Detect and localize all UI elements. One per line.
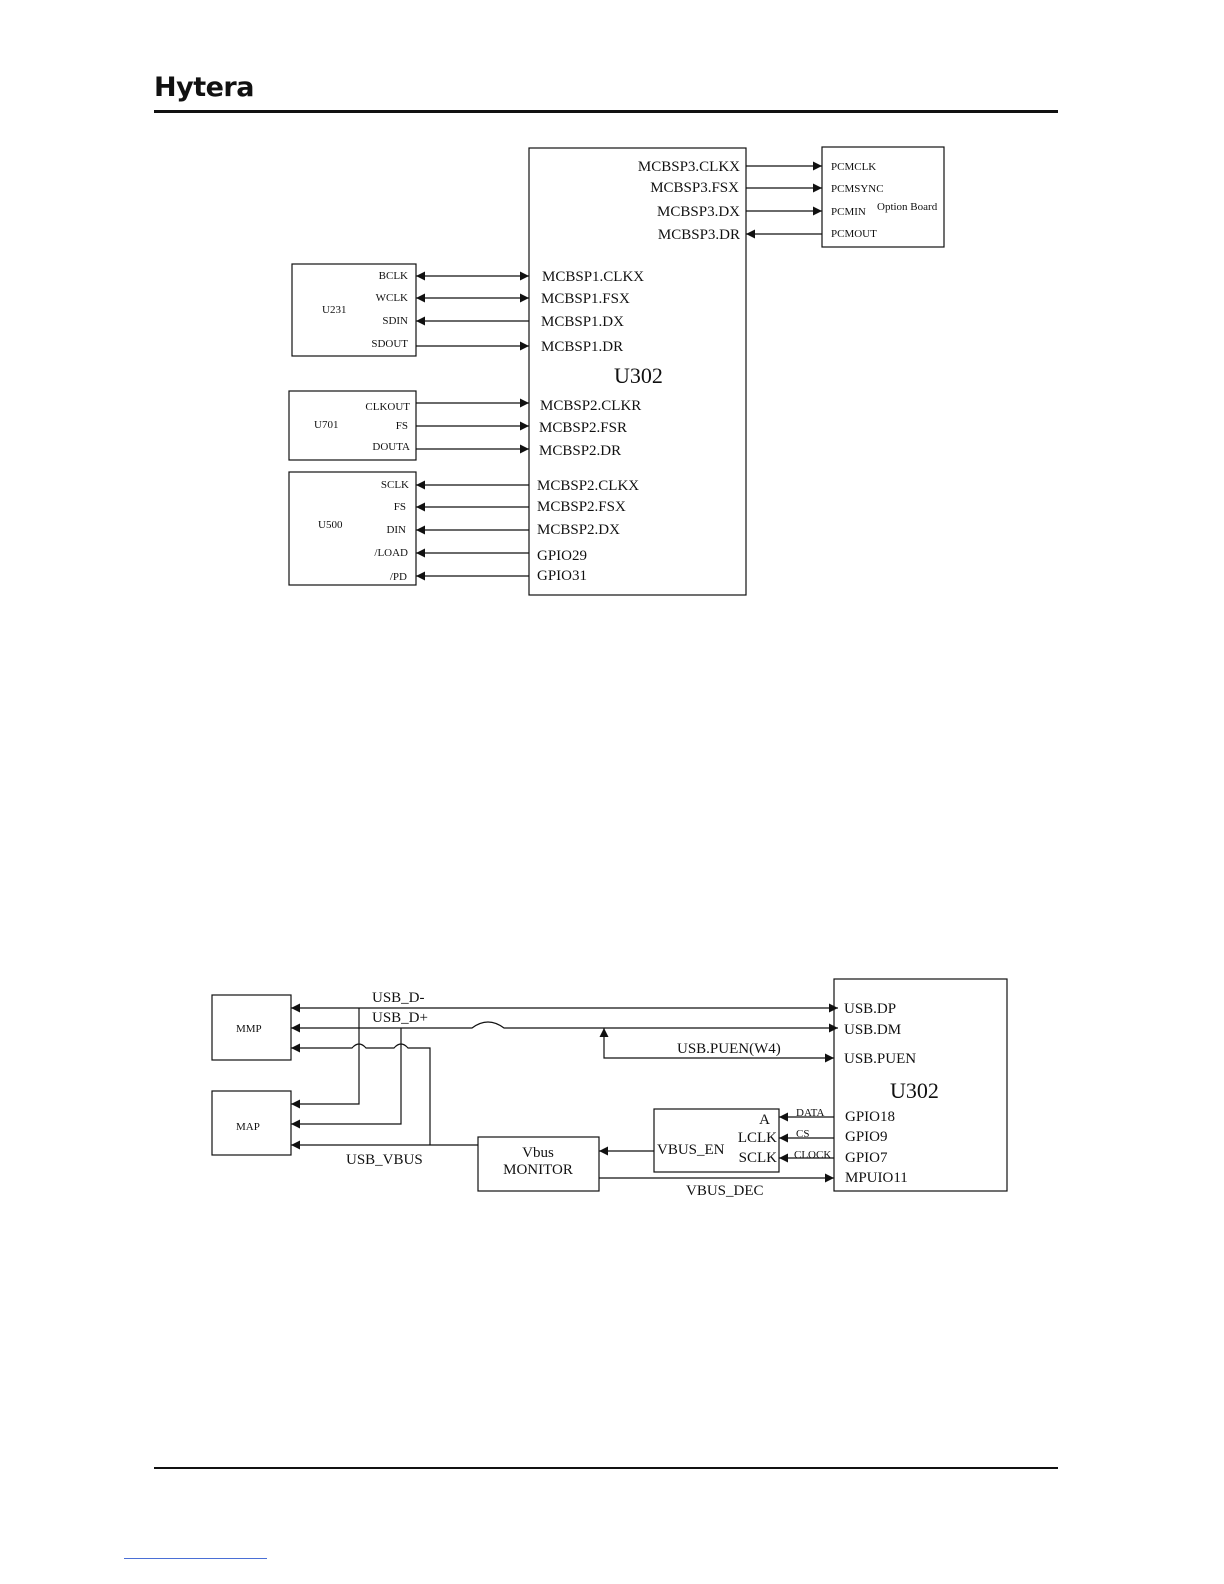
pin-label: DOUTA — [372, 441, 410, 453]
pin-label: USB.PUEN — [844, 1051, 916, 1067]
pin-label: CLKOUT — [365, 401, 410, 413]
pin-label: GPIO9 — [845, 1129, 888, 1145]
signal-label: USB.PUEN(W4) — [677, 1041, 781, 1057]
u302-usb-title: U302 — [890, 1078, 939, 1103]
pin-label: SCLK — [381, 479, 409, 491]
pin-label: USB.DM — [844, 1022, 901, 1038]
vbus-monitor-block — [477, 1136, 600, 1192]
signal-label: USB_D- — [372, 990, 425, 1006]
u231-title: U231 — [322, 304, 346, 316]
diagram1-labels: MCBSP3.CLKX MCBSP3.FSX MCBSP3.DX MCBSP3.… — [314, 159, 938, 584]
pin-label: MCBSP2.CLKR — [540, 398, 641, 414]
pin-label: GPIO18 — [845, 1109, 895, 1125]
pin-label: MCBSP2.DX — [537, 522, 620, 538]
pin-label: GPIO7 — [845, 1150, 888, 1166]
pin-label: WCLK — [376, 292, 408, 304]
brand-logo: Hytera — [154, 72, 254, 103]
pin-label: MCBSP1.DR — [541, 339, 623, 355]
pin-label: MCBSP2.FSX — [537, 499, 626, 515]
diagram2-labels: MMP MAP USB_D- USB_D+ USB.PUEN(W4) USB_V… — [236, 990, 939, 1199]
u701-title: U701 — [314, 419, 338, 431]
signal-label: CS — [796, 1128, 809, 1140]
pin-label: MCBSP1.CLKX — [542, 269, 644, 285]
wire-map-dplus — [291, 1028, 402, 1129]
pin-label: MCBSP2.DR — [539, 443, 621, 459]
pin-label: LCLK — [738, 1130, 777, 1146]
vbus-monitor-title: MONITOR — [503, 1162, 573, 1178]
pin-label: MCBSP2.CLKX — [537, 478, 639, 494]
wire-usb-puen — [599, 1028, 834, 1063]
pin-label: FS — [396, 420, 408, 432]
pin-label: SDIN — [382, 315, 408, 327]
signal-label: USB_VBUS — [346, 1152, 423, 1168]
signal-label: DATA — [796, 1107, 825, 1119]
header-rule — [154, 110, 1058, 113]
mmp-title: MMP — [236, 1023, 262, 1035]
pin-label: PCMIN — [831, 206, 866, 218]
wire-map-dminus — [291, 1008, 360, 1109]
pin-label: BCLK — [379, 270, 408, 282]
signal-label: CLOCK — [794, 1149, 831, 1161]
pin-label: USB.DP — [844, 1001, 896, 1017]
diagram1-mcbsp — [288, 146, 945, 596]
u302-usb-block — [833, 978, 1008, 1192]
pin-label: MCBSP3.FSX — [650, 180, 739, 196]
pin-label: MCBSP2.FSR — [539, 420, 627, 436]
pin-label: MPUIO11 — [845, 1170, 908, 1186]
pin-label: A — [759, 1112, 770, 1128]
pin-label: MCBSP1.FSX — [541, 291, 630, 307]
footer-link-underline — [124, 1558, 267, 1559]
vbus-en-title: VBUS_EN — [657, 1142, 725, 1158]
pin-label: GPIO29 — [537, 548, 587, 564]
wire-mmp-vbus — [291, 1043, 431, 1145]
u302-block — [528, 147, 747, 596]
map-title: MAP — [236, 1121, 260, 1133]
pin-label: DIN — [386, 524, 406, 536]
pin-label: GPIO31 — [537, 568, 587, 584]
pin-label: /PD — [390, 571, 407, 583]
pin-label: MCBSP3.CLKX — [638, 159, 740, 175]
diagram2-usb — [211, 978, 1008, 1192]
pin-label: FS — [394, 501, 406, 513]
option-board-block — [821, 146, 945, 248]
pin-label: SDOUT — [371, 338, 408, 350]
footer-rule — [154, 1467, 1058, 1469]
wire-usb-dplus — [291, 1021, 838, 1033]
pin-label: MCBSP3.DR — [658, 227, 740, 243]
u231-block — [291, 263, 417, 357]
signal-label: USB_D+ — [372, 1010, 428, 1026]
signal-label: VBUS_DEC — [686, 1183, 764, 1199]
pin-label: PCMSYNC — [831, 183, 884, 195]
vbus-monitor-title: Vbus — [522, 1145, 554, 1161]
pin-label: PCMOUT — [831, 228, 877, 240]
u302-title: U302 — [614, 363, 663, 388]
pin-label: /LOAD — [374, 547, 408, 559]
pin-label: SCLK — [739, 1150, 778, 1166]
pin-label: MCBSP3.DX — [657, 204, 740, 220]
pin-label: MCBSP1.DX — [541, 314, 624, 330]
option-board-title: Option Board — [877, 201, 938, 213]
u500-title: U500 — [318, 519, 343, 531]
pin-label: PCMCLK — [831, 161, 876, 173]
